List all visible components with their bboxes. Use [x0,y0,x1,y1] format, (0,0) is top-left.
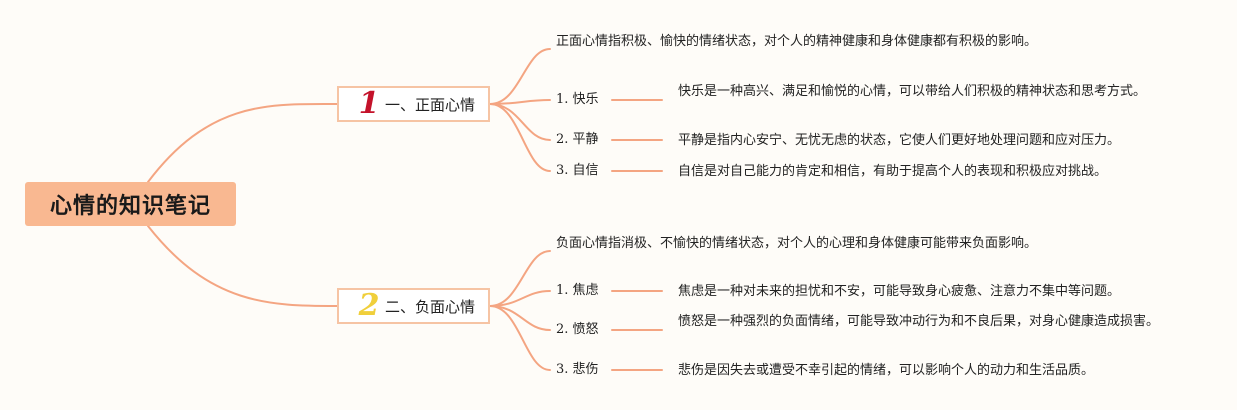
item-desc-confident: 自信是对自己能力的肯定和相信，有助于提高个人的表现和积极应对挑战。 [678,164,1108,179]
connector-s2-item2 [489,305,551,331]
item-label-anger: 2. 愤怒 [556,322,599,337]
section-number-2: 2 [358,288,380,323]
item-label-sadness: 3. 悲伤 [556,362,599,377]
section-intro-positive: 正面心情指积极、愉快的情绪状态，对个人的精神健康和身体健康都有积极的影响。 [556,34,1038,49]
connector-s1-item3 [489,103,551,172]
connector-s2-intro [489,250,551,307]
section-title-negative: 二、负面心情 [385,297,476,316]
section-number-1: 1 [358,86,380,121]
section-positive: 1 一、正面心情 [337,86,490,122]
section-negative: 2 二、负面心情 [337,288,490,324]
section-title-positive: 一、正面心情 [385,95,476,114]
item-label-happy: 1. 快乐 [556,92,599,107]
connector-root-section-2 [147,225,338,307]
root-title: 心情的知识笔记 [49,194,211,219]
connector-s2-item3 [489,305,551,371]
connector-root-section-1 [147,102,338,183]
item-desc-anger: 愤怒是一种强烈的负面情绪，可能导致冲动行为和不良后果，对身心健康造成损害。 [678,314,1160,329]
item-desc-calm: 平静是指内心安宁、无忧无虑的状态，它使人们更好地处理问题和应对压力。 [678,133,1121,148]
item-desc-sadness: 悲伤是因失去或遭受不幸引起的情绪，可以影响个人的动力和生活品质。 [678,363,1095,378]
section-intro-negative: 负面心情指消极、不愉快的情绪状态，对个人的心理和身体健康可能带来负面影响。 [556,236,1038,251]
item-desc-anxiety: 焦虑是一种对未来的担忧和不安，可能导致身心疲惫、注意力不集中等问题。 [678,284,1121,299]
item-label-calm: 2. 平静 [556,132,599,147]
item-label-confident: 3. 自信 [556,163,599,178]
item-desc-happy: 快乐是一种高兴、满足和愉悦的心情，可以带给人们积极的精神状态和思考方式。 [678,84,1147,99]
item-label-anxiety: 1. 焦虑 [556,283,599,298]
root-topic: 心情的知识笔记 [25,182,236,226]
connector-s1-intro [489,48,551,105]
